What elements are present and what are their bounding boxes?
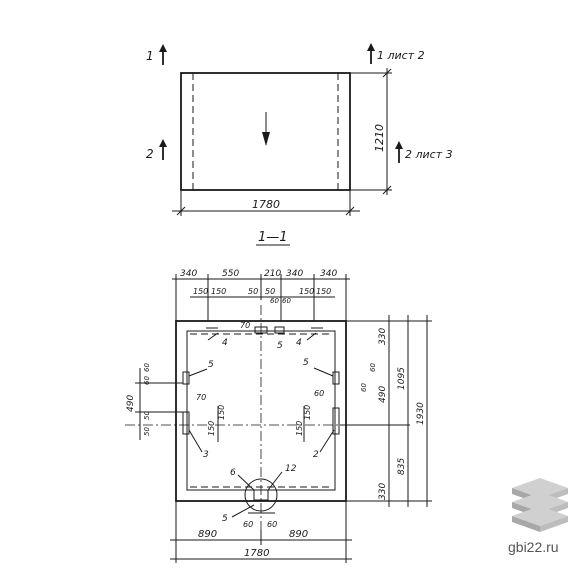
left-plate-lower — [182, 411, 190, 435]
top-dim-340-c: 340 — [320, 269, 337, 279]
label-70-left: 70 — [196, 393, 206, 402]
top-dim-340-b: 340 — [286, 269, 303, 279]
cut1-right-label: 1 лист 2 — [377, 49, 425, 62]
cut2-left-arrow-icon — [159, 139, 167, 147]
top-small-50-a: 50 — [248, 287, 258, 296]
right-dim-490: 490 — [378, 386, 388, 403]
inner-right-150-b: 150 — [303, 405, 312, 420]
left-dim-50-a: 50 — [143, 427, 151, 436]
mark-5-bottom: 5 — [222, 514, 228, 524]
inner-right-150-a: 150 — [295, 421, 304, 436]
leader-4-right — [306, 332, 317, 341]
watermark-logo-icon — [512, 478, 568, 532]
bottom-dim-1780: 1780 — [244, 548, 269, 559]
bottom-small-60-b: 60 — [267, 520, 277, 529]
mark-4-right: 4 — [296, 338, 302, 348]
cut1-right-arrow-icon — [367, 43, 375, 51]
top-dim-340-a: 340 — [180, 269, 197, 279]
section-title: 1—1 — [258, 230, 288, 245]
leader-4-left — [207, 332, 219, 341]
cut2-right-arrow-icon — [395, 141, 403, 149]
plan-width-label: 1780 — [252, 198, 280, 211]
left-dim-50-b: 50 — [143, 411, 151, 420]
top-embed-plate-2 — [274, 326, 285, 334]
top-small-60-a: 60 — [270, 297, 279, 305]
top-embed-plate — [254, 326, 268, 334]
mark-3: 3 — [203, 450, 209, 460]
mark-4-left: 4 — [222, 338, 228, 348]
cut1-left-label: 1 — [146, 49, 154, 63]
top-small-50-b: 50 — [265, 287, 275, 296]
plan-height-tick-top — [382, 68, 392, 78]
label-60-right: 60 — [314, 389, 324, 398]
top-small-150-c: 150 — [299, 287, 314, 296]
inner-left-150-a: 150 — [207, 421, 216, 436]
top-small-60-b: 60 — [282, 297, 291, 305]
right-plate-lower — [332, 407, 340, 435]
right-small-60-b: 60 — [369, 363, 377, 372]
plan-height-tick-bottom — [382, 185, 392, 195]
leader-12 — [267, 471, 283, 491]
plan-outline — [180, 72, 351, 191]
left-dim-60-b: 60 — [143, 363, 151, 372]
leader-6 — [237, 474, 255, 491]
top-dim-550: 550 — [222, 269, 239, 279]
watermark-text: gbi22.ru — [508, 539, 559, 555]
plan-view: 1 2 1 лист 2 2 лист 3 1210 1780 — [146, 43, 453, 216]
top-small-150-d: 150 — [316, 287, 331, 296]
mark-5-right: 5 — [303, 358, 309, 368]
bottom-embed-plate — [253, 489, 269, 501]
inner-left-150-b: 150 — [217, 405, 226, 420]
mark-2: 2 — [313, 450, 319, 460]
mark-5-top: 5 — [277, 341, 283, 351]
cut1-left-arrow-icon — [159, 44, 167, 52]
bottom-dim-890-b: 890 — [289, 529, 308, 540]
top-small-150-b: 150 — [211, 287, 226, 296]
left-dim-490: 490 — [126, 395, 136, 412]
mark-12: 12 — [285, 464, 297, 474]
right-dim-1930: 1930 — [416, 402, 426, 425]
bottom-hatch-circle — [244, 478, 278, 512]
right-dim-835: 835 — [397, 458, 407, 475]
right-small-60-a: 60 — [360, 383, 368, 392]
leader-5-right — [313, 367, 334, 377]
section-outer-wall — [175, 320, 347, 502]
label-70-top: 70 — [240, 321, 250, 330]
leader-5-left — [188, 368, 208, 377]
leader-5-bottom — [231, 504, 255, 518]
left-plate-upper — [182, 371, 190, 385]
plan-width-tick-right — [345, 206, 355, 216]
section-view: 1—1 150 150 150 150 4 4 5 5 — [125, 230, 432, 563]
leader-2 — [319, 429, 335, 453]
mark-5-left: 5 — [208, 360, 214, 370]
top-small-150-a: 150 — [193, 287, 208, 296]
right-dim-330-top: 330 — [378, 328, 388, 345]
watermark: gbi22.ru — [508, 478, 568, 555]
bottom-small-60-a: 60 — [243, 520, 253, 529]
plan-width-tick-left — [176, 206, 186, 216]
right-dim-330-bottom: 330 — [378, 483, 388, 500]
leader-3 — [188, 429, 203, 453]
cut2-left-label: 2 — [146, 147, 154, 161]
slope-arrow-icon — [262, 132, 270, 146]
left-dim-60-a: 60 — [143, 376, 151, 385]
top-dim-210: 210 — [264, 269, 281, 279]
bottom-dim-890-a: 890 — [198, 529, 217, 540]
mark-6: 6 — [230, 468, 236, 478]
cut2-right-label: 2 лист 3 — [405, 148, 453, 161]
right-dim-1095: 1095 — [397, 367, 407, 390]
right-plate-upper — [332, 371, 340, 385]
plan-height-label: 1210 — [373, 124, 386, 152]
